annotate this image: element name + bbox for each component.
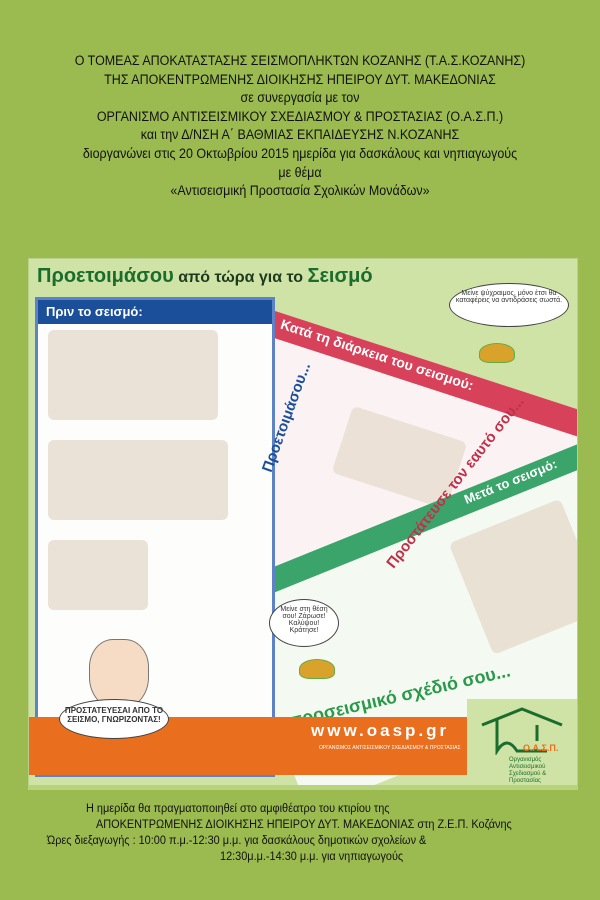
poster-title-c: Σεισμό <box>307 265 373 287</box>
header-line: ΟΡΓΑΝΙΣΜΟ ΑΝΤΙΣΕΙΣΜΙΚΟΥ ΣΧΕΔΙΑΣΜΟΥ & ΠΡΟ… <box>96 108 504 125</box>
family-illustration <box>48 440 228 520</box>
footer-line: ΑΠΟΚΕΝΤΡΩΜΕΝΗΣ ΔΙΟΙΚΗΣΗΣ ΗΠΕΙΡΟΥ ΔΥΤ. ΜΑ… <box>96 817 512 831</box>
poster-bottom-strip <box>28 786 578 790</box>
header-line: σε συνεργασία με τον <box>240 90 360 107</box>
website-link[interactable]: www.oasp.gr <box>311 721 450 740</box>
earthquake-poster: Προετοιμάσου από τώρα για το Σεισμό Κατά… <box>28 258 578 786</box>
header-line: με θέμα <box>278 164 322 181</box>
first-aid-illustration <box>48 540 148 610</box>
header-line: ΤΗΣ ΑΠΟΚΕΝΤΡΩΜΕΝΗΣ ΔΙΟΙΚΗΣΗΣ ΗΠΕΙΡΟΥ ΔΥΤ… <box>104 71 496 88</box>
website-subtext: ΟΡΓΑΝΙΣΜΟΣ ΑΝΤΙΣΕΙΣΜΙΚΟΥ ΣΧΕΔΙΑΣΜΟΥ & ΠΡ… <box>319 745 461 751</box>
room-illustration <box>48 330 218 420</box>
speech-bubble-mid: Μείνε στη θέση σου! Ζάρωσε! Καλύψου! Κρά… <box>269 599 339 647</box>
announcement-header: Ο ΤΟΜΕΑΣ ΑΠΟΚΑΤΑΣΤΑΣΗΣ ΣΕΙΣΜΟΠΛΗΚΤΩΝ ΚΟΖ… <box>36 52 564 201</box>
before-panel: Πριν το σεισμό: <box>35 297 275 777</box>
turtle-icon <box>479 343 515 363</box>
footer-line: Ώρες διεξαγωγής : 10:00 π.μ.-12:30 μ.μ. … <box>47 833 427 847</box>
footer-line: Η ημερίδα θα πραγματοποιηθεί στο αμφιθέα… <box>86 801 390 815</box>
house-logo-icon <box>481 707 563 755</box>
event-theme: «Αντισεισμική Προστασία Σχολικών Μονάδων… <box>170 183 430 200</box>
speech-bubble-top: Μείνε ψύχραιμος, μόνο έτσι θα καταφέρεις… <box>449 283 569 327</box>
header-line: Ο ΤΟΜΕΑΣ ΑΠΟΚΑΤΑΣΤΑΣΗΣ ΣΕΙΣΜΟΠΛΗΚΤΩΝ ΚΟΖ… <box>74 53 526 69</box>
speech-bubble-kid: ΠΡΟΣΤΑΤΕΥΕΣΑΙ ΑΠΟ ΤΟ ΣΕΙΣΜΟ, ΓΝΩΡΙΖΟΝΤΑΣ… <box>59 699 169 739</box>
footer-line: 12:30μ.μ.-14:30 μ.μ. για νηπιαγωγούς <box>220 849 404 863</box>
poster-title-b: από τώρα για το <box>173 269 308 286</box>
poster-title: Προετοιμάσου από τώρα για το Σεισμό <box>37 265 373 288</box>
header-line: και την Δ/ΝΣΗ Α΄ ΒΑΘΜΙΑΣ ΕΚΠΑΙΔΕΥΣΗΣ Ν.Κ… <box>140 127 460 144</box>
logo-text: Ο.Α.Σ.Π. <box>523 743 559 753</box>
logo-subtext: Οργανισμός Αντισεισμικού Σχεδιασμού & Πρ… <box>509 757 547 784</box>
header-line: διοργανώνει στις 20 Οκτωβρίου 2015 ημερί… <box>82 145 518 162</box>
turtle-icon <box>299 659 335 679</box>
before-label: Πριν το σεισμό: <box>38 300 272 324</box>
evacuation-illustration <box>448 498 577 655</box>
poster-title-a: Προετοιμάσου <box>37 265 174 287</box>
oasp-logo: Ο.Α.Σ.Π. Οργανισμός Αντισεισμικού Σχεδια… <box>467 699 577 785</box>
